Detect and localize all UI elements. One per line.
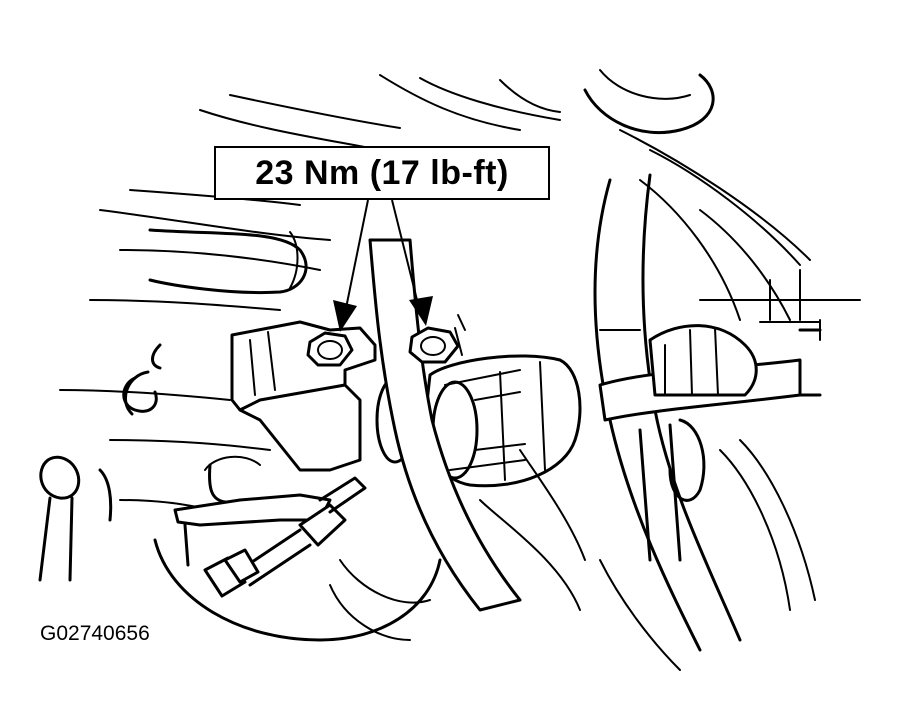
- bolt-left: [306, 331, 354, 367]
- bolt-right: [408, 314, 466, 364]
- left-fittings: [38, 343, 162, 582]
- upper-hose: [148, 228, 308, 294]
- lower-right-structure: [599, 418, 816, 671]
- arrow-down-icon: [409, 296, 433, 326]
- arrow-down-icon: [333, 300, 357, 332]
- torque-callout: 23 Nm (17 lb-ft): [214, 146, 550, 200]
- torque-label: 23 Nm (17 lb-ft): [255, 153, 509, 192]
- figure-id: G02740656: [40, 622, 150, 645]
- right-hose: [593, 173, 822, 652]
- lower-housing: [153, 449, 586, 642]
- hydraulic-line: [173, 476, 367, 598]
- leader-lines: [343, 199, 421, 319]
